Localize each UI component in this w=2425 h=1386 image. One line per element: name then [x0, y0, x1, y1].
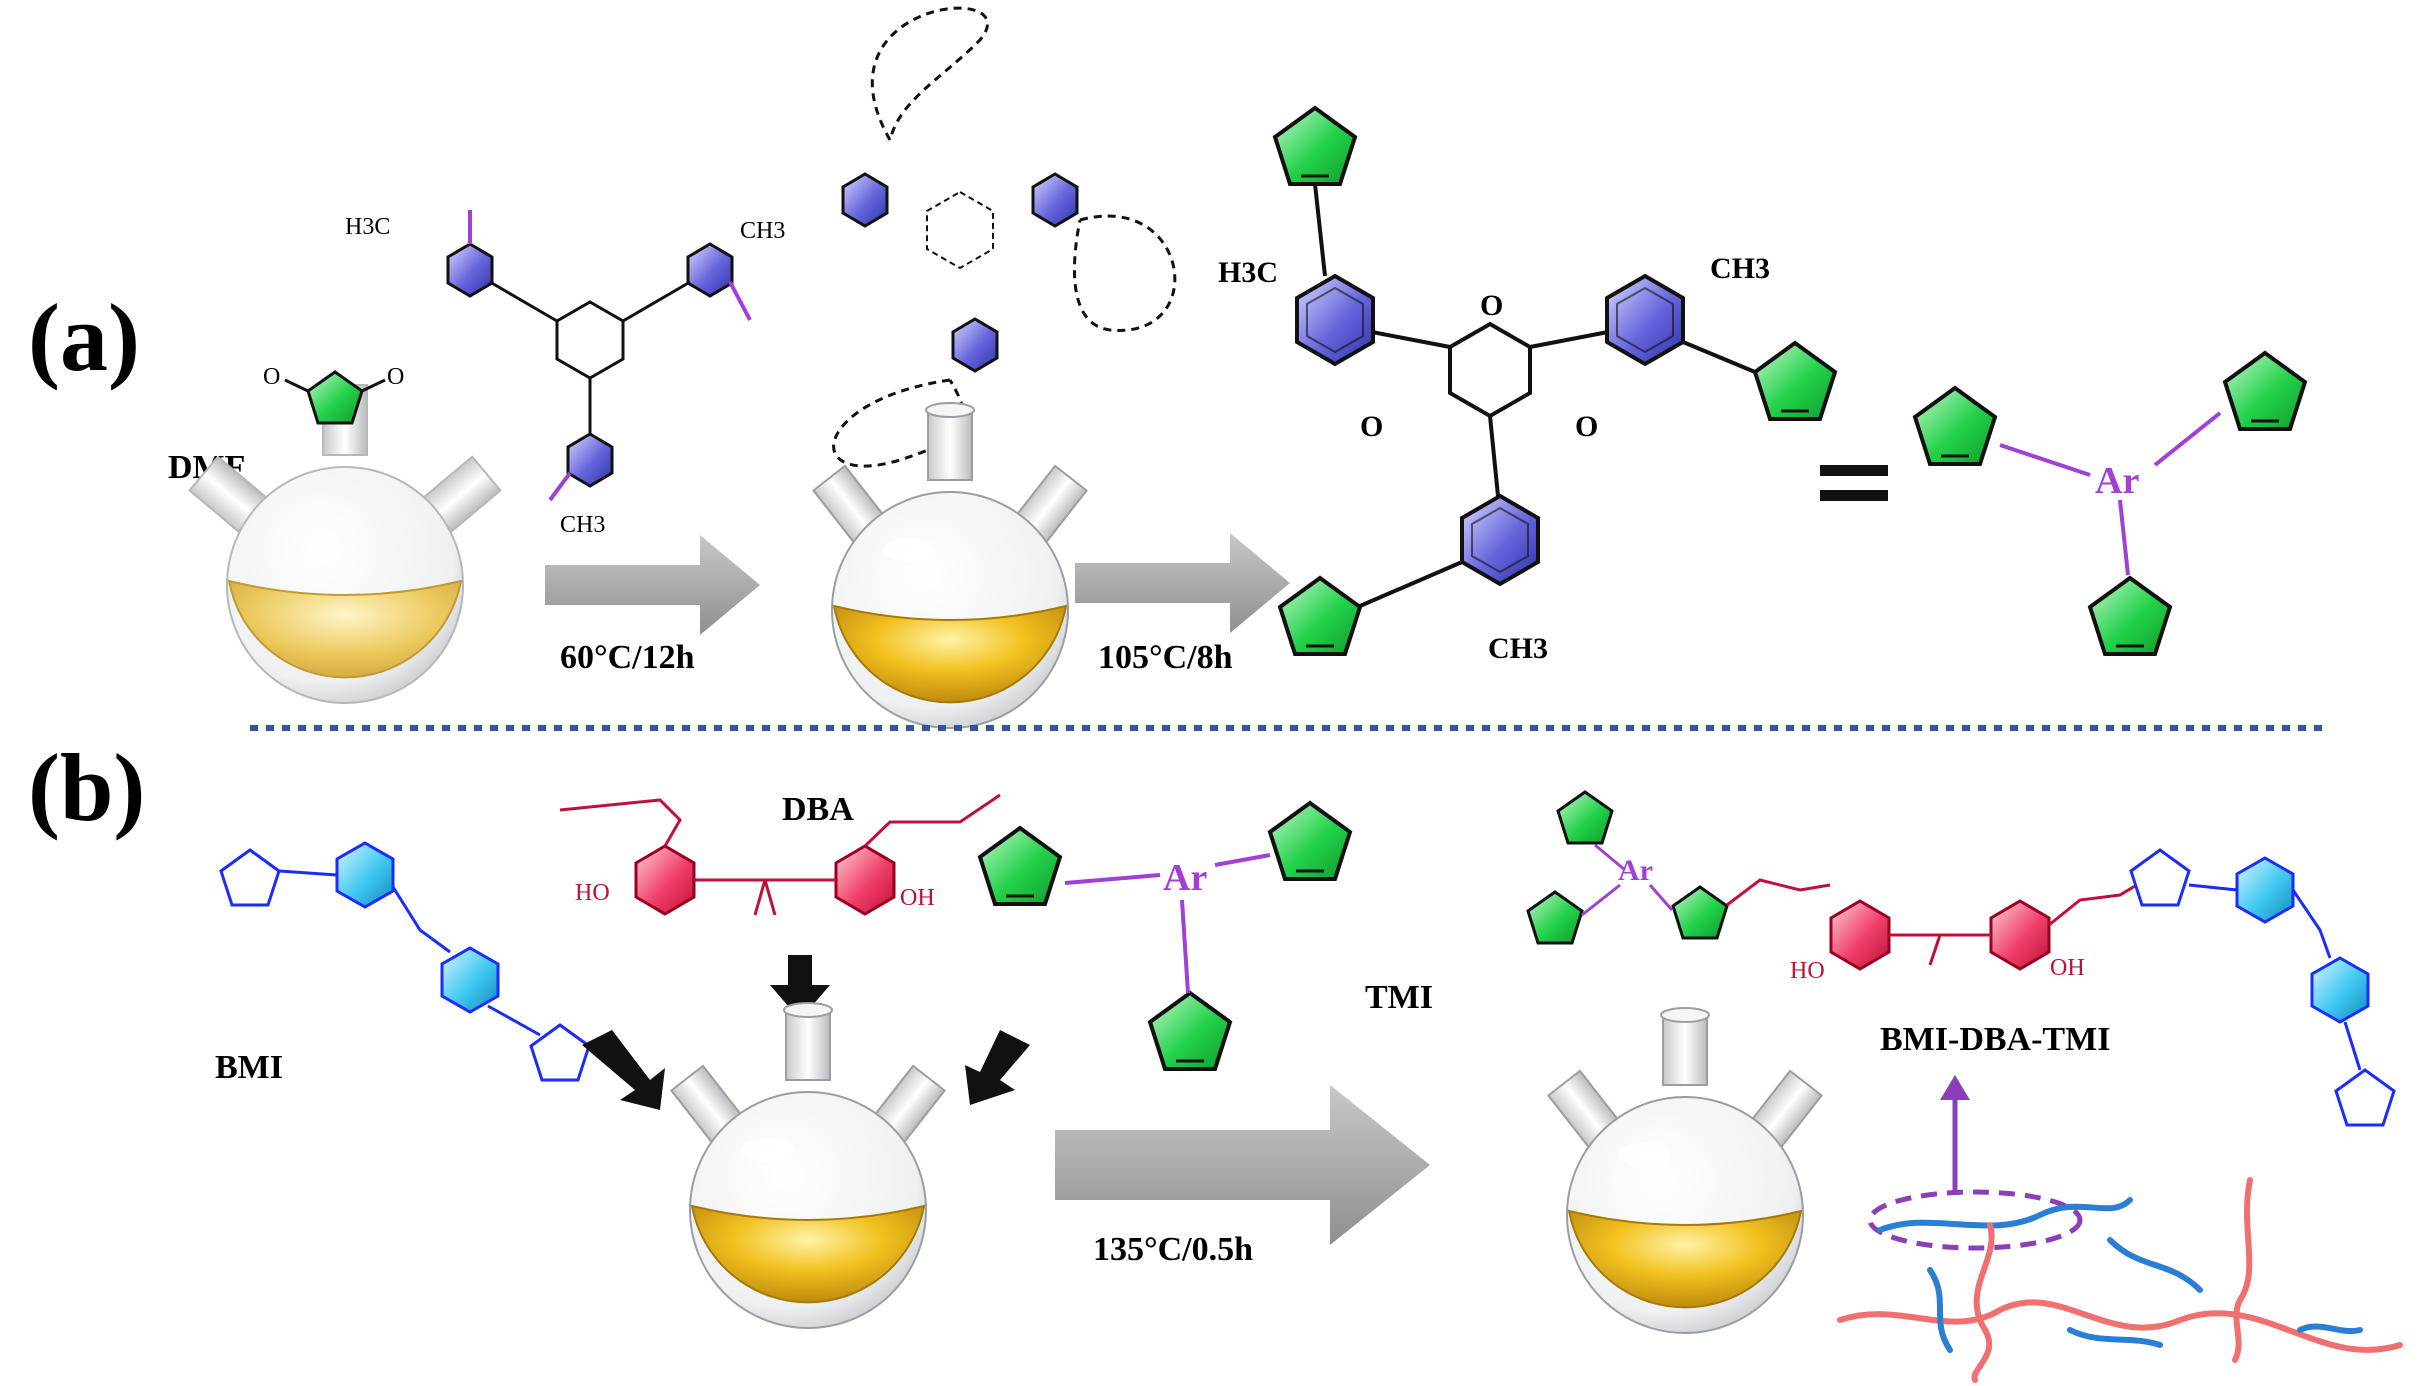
flask-3: [670, 1002, 946, 1329]
bmi-label: BMI: [215, 1049, 283, 1086]
product-label: BMI-DBA-TMI: [1880, 1021, 2110, 1058]
intermediate-structure: [832, 6, 1177, 468]
arrow-step-1: [545, 535, 760, 635]
flask-1: [188, 384, 502, 704]
ar-label-a: Ar: [2095, 460, 2139, 502]
bmi-structure: [219, 841, 591, 1082]
dba-structure: HO OH: [559, 793, 1001, 916]
flask-4: [1547, 1007, 1823, 1334]
ar-label-b: Ar: [1163, 857, 1207, 899]
bmi-dba-tmi-structure: Ar HO OH: [1526, 790, 2396, 1127]
ch3-bottom: CH3: [1488, 632, 1548, 665]
arrow-dba-in: [770, 955, 830, 1020]
h3c-label: H3C: [1218, 256, 1278, 289]
maleic-anhydride: O O: [263, 364, 404, 425]
equals-sign-bottom: [1820, 490, 1888, 501]
condition-step-2: 105°C/8h: [1098, 639, 1233, 676]
dba-label: DBA: [782, 791, 854, 828]
pointer-arrow-head: [1940, 1075, 1970, 1100]
product-oh-label: OH: [2050, 955, 2085, 981]
o-left: O: [1360, 410, 1383, 443]
ch3-label-2: CH3: [560, 512, 605, 538]
product-ho-label: HO: [1790, 958, 1825, 984]
arrow-bmi-in: [582, 1030, 665, 1110]
o-right: O: [1575, 410, 1598, 443]
condition-step-1: 60°C/12h: [560, 639, 695, 676]
polymer-network: [1837, 1177, 2403, 1383]
dba-ho-label: HO: [575, 880, 610, 906]
arrow-tmi-in: [965, 1030, 1030, 1105]
highlight-ellipse: [1867, 1189, 2083, 1251]
ch3-label-1: CH3: [740, 218, 785, 244]
tmi-simplified-a: Ar: [1913, 351, 2307, 656]
arrow-step-3: [1055, 1085, 1430, 1245]
panel-b-label: (b): [28, 734, 145, 841]
isocyanurate-precursor: H3C CH3 CH3: [345, 210, 785, 538]
tmi-label: TMI: [1365, 979, 1433, 1016]
dba-oh-label: OH: [900, 885, 935, 911]
equals-sign-top: [1820, 465, 1888, 476]
tmi-simplified-b: Ar: [978, 801, 1352, 1071]
ch3-top-right: CH3: [1710, 252, 1770, 285]
tmi-full-structure: O O O H3C CH3 CH3: [1218, 106, 1837, 665]
arrow-step-2: [1075, 533, 1290, 633]
condition-step-3: 135°C/0.5h: [1093, 1231, 1253, 1268]
anhydride-o-right: O: [387, 364, 404, 390]
ar-label-product: Ar: [1618, 854, 1653, 887]
o-top: O: [1480, 289, 1503, 322]
h3c-label-1: H3C: [345, 214, 390, 240]
anhydride-o-left: O: [263, 364, 280, 390]
flask-2: [812, 402, 1088, 729]
panel-a-label: (a): [28, 284, 140, 391]
